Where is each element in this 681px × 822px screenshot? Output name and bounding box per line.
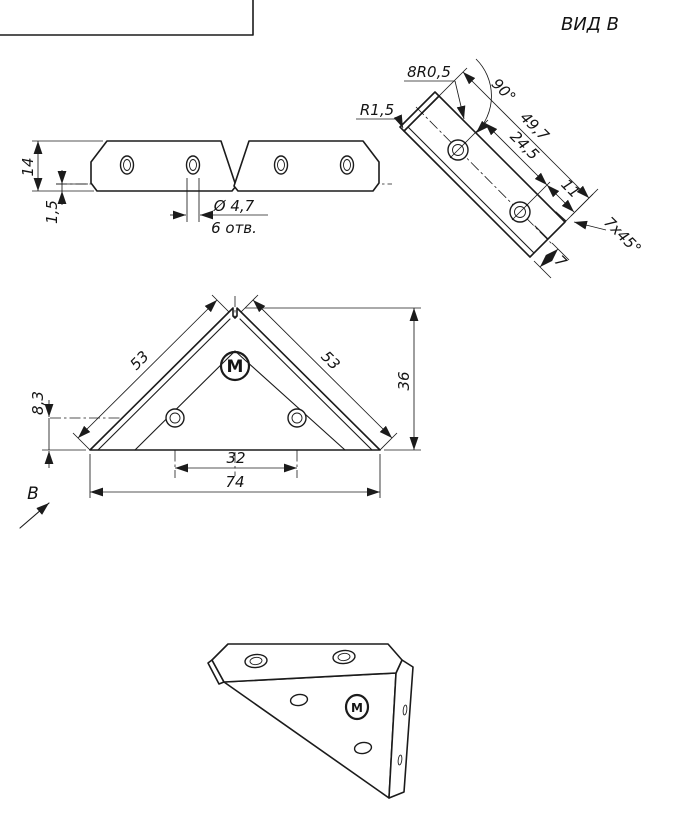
chamfer-line xyxy=(555,211,567,222)
front-view: 14 1,5 Ø 4,7 6 отв. xyxy=(19,140,392,237)
dim-height-36: 36 xyxy=(245,307,421,451)
dim-flange-label: 7 xyxy=(551,252,571,272)
drawing-frame-corner xyxy=(0,0,254,36)
hole xyxy=(244,653,268,669)
logo-letter: M xyxy=(227,357,244,377)
dim-thickness-label: 1,5 xyxy=(43,200,61,224)
hole-dia-label: Ø 4,7 xyxy=(213,197,255,215)
hole-count-label: 6 отв. xyxy=(211,219,257,237)
dim-hole-offset: 8,3 xyxy=(29,391,86,468)
dim-hole-spacing-32-label: 32 xyxy=(226,449,245,467)
dim-height-36-label: 36 xyxy=(395,371,413,390)
plan-view: M 53 53 36 8,3 xyxy=(19,294,421,529)
dimension-line xyxy=(77,299,218,439)
view-arrow-label: В xyxy=(27,484,39,504)
dim-hole-spacing-32: 32 xyxy=(175,449,297,473)
corner-radius-label: R1,5 xyxy=(360,101,394,119)
dim-thickness: 1,5 xyxy=(43,170,88,224)
extension-line xyxy=(379,432,398,451)
dim-hole-offset-label: 8,3 xyxy=(29,391,47,415)
chamfer-label: 7x45° xyxy=(600,213,645,258)
dim-width-74-label: 74 xyxy=(225,473,244,491)
view-b-title: ВИД В xyxy=(561,14,619,35)
view-b: ВИД В 49,7 24,5 xyxy=(356,14,645,279)
dimension-line xyxy=(252,299,393,439)
hole xyxy=(165,408,185,428)
extension-line xyxy=(240,294,259,313)
leader-line xyxy=(454,80,466,120)
dim-edge-left-label: 53 xyxy=(126,347,152,373)
brand-logo: M xyxy=(344,693,370,721)
dim-edge-right-label: 53 xyxy=(317,347,343,373)
extension-line xyxy=(72,432,91,451)
dim-width-74: 74 xyxy=(89,454,381,498)
hole xyxy=(289,693,309,707)
view-arrow-icon xyxy=(19,502,50,529)
end-face xyxy=(399,91,440,132)
left-wing-outline xyxy=(90,140,237,192)
extension-line xyxy=(438,67,468,97)
view-direction-b: В xyxy=(19,484,50,529)
flange-hole-edge xyxy=(397,754,403,766)
logo-circle-icon xyxy=(219,350,251,382)
hole-callout: Ø 4,7 6 отв. xyxy=(170,178,268,237)
hole xyxy=(332,649,356,665)
centerline xyxy=(415,106,554,246)
leader-line xyxy=(573,220,607,231)
bend-radius-label: 8R0,5 xyxy=(407,63,451,81)
dimension-line xyxy=(539,248,559,268)
frame-corner-line xyxy=(0,0,254,36)
brand-logo: M xyxy=(219,350,251,382)
chamfer-note: 7x45° xyxy=(573,213,645,258)
corner-radius-note: R1,5 xyxy=(356,101,404,129)
hole xyxy=(287,408,307,428)
extension-line xyxy=(570,188,599,217)
extension-line xyxy=(525,181,551,207)
hole xyxy=(339,155,355,175)
hole xyxy=(119,155,135,175)
hole xyxy=(353,741,373,755)
iso-front-face xyxy=(223,672,397,799)
dim-height-label: 14 xyxy=(19,157,37,176)
dimension-line xyxy=(546,184,575,213)
angle-arc xyxy=(475,58,492,134)
dim-hole-to-end: 11 xyxy=(546,175,599,217)
hole xyxy=(185,155,201,175)
extension-line xyxy=(551,242,570,261)
iso-view: M xyxy=(207,643,414,799)
hole xyxy=(273,155,289,175)
extension-line xyxy=(533,260,552,279)
dimension-line xyxy=(484,122,548,186)
flange-hole-edge xyxy=(402,704,408,716)
logo-circle-icon xyxy=(344,693,370,721)
leader-line xyxy=(393,114,404,129)
end-inner-line xyxy=(534,225,549,240)
extension-line xyxy=(211,294,230,313)
bend-radius-note: 8R0,5 xyxy=(404,63,466,120)
right-wing-outline xyxy=(233,140,380,192)
logo-letter: M xyxy=(351,701,363,715)
hole xyxy=(509,201,531,223)
dim-hole-to-end-label: 11 xyxy=(557,175,583,201)
